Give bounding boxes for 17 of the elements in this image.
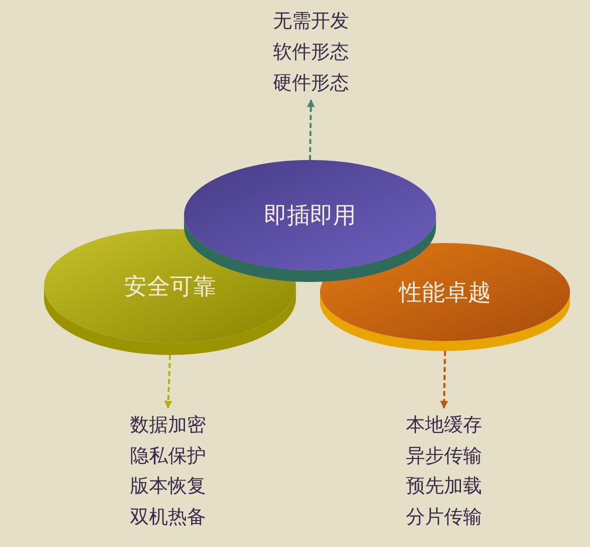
dashed-arrow xyxy=(440,350,448,409)
feature-text: 预先加载 xyxy=(406,474,482,500)
feature-text: 双机热备 xyxy=(130,504,206,530)
node-label: 安全可靠 xyxy=(123,273,217,302)
feature-text: 数据加密 xyxy=(130,413,206,438)
feature-text: 版本恢复 xyxy=(130,474,206,500)
node-label: 即插即用 xyxy=(263,202,357,231)
feature-text: 分片传输 xyxy=(406,504,482,530)
dashed-arrow xyxy=(306,99,315,160)
feature-text: 无需开发 xyxy=(273,9,349,34)
feature-text: 隐私保护 xyxy=(130,444,206,469)
dashed-arrow xyxy=(164,354,172,409)
feature-text: 软件形态 xyxy=(273,40,349,65)
feature-text: 硬件形态 xyxy=(273,71,349,96)
feature-text: 异步传输 xyxy=(406,444,482,469)
node-label: 性能卓越 xyxy=(398,279,492,308)
feature-text: 本地缓存 xyxy=(406,413,482,438)
